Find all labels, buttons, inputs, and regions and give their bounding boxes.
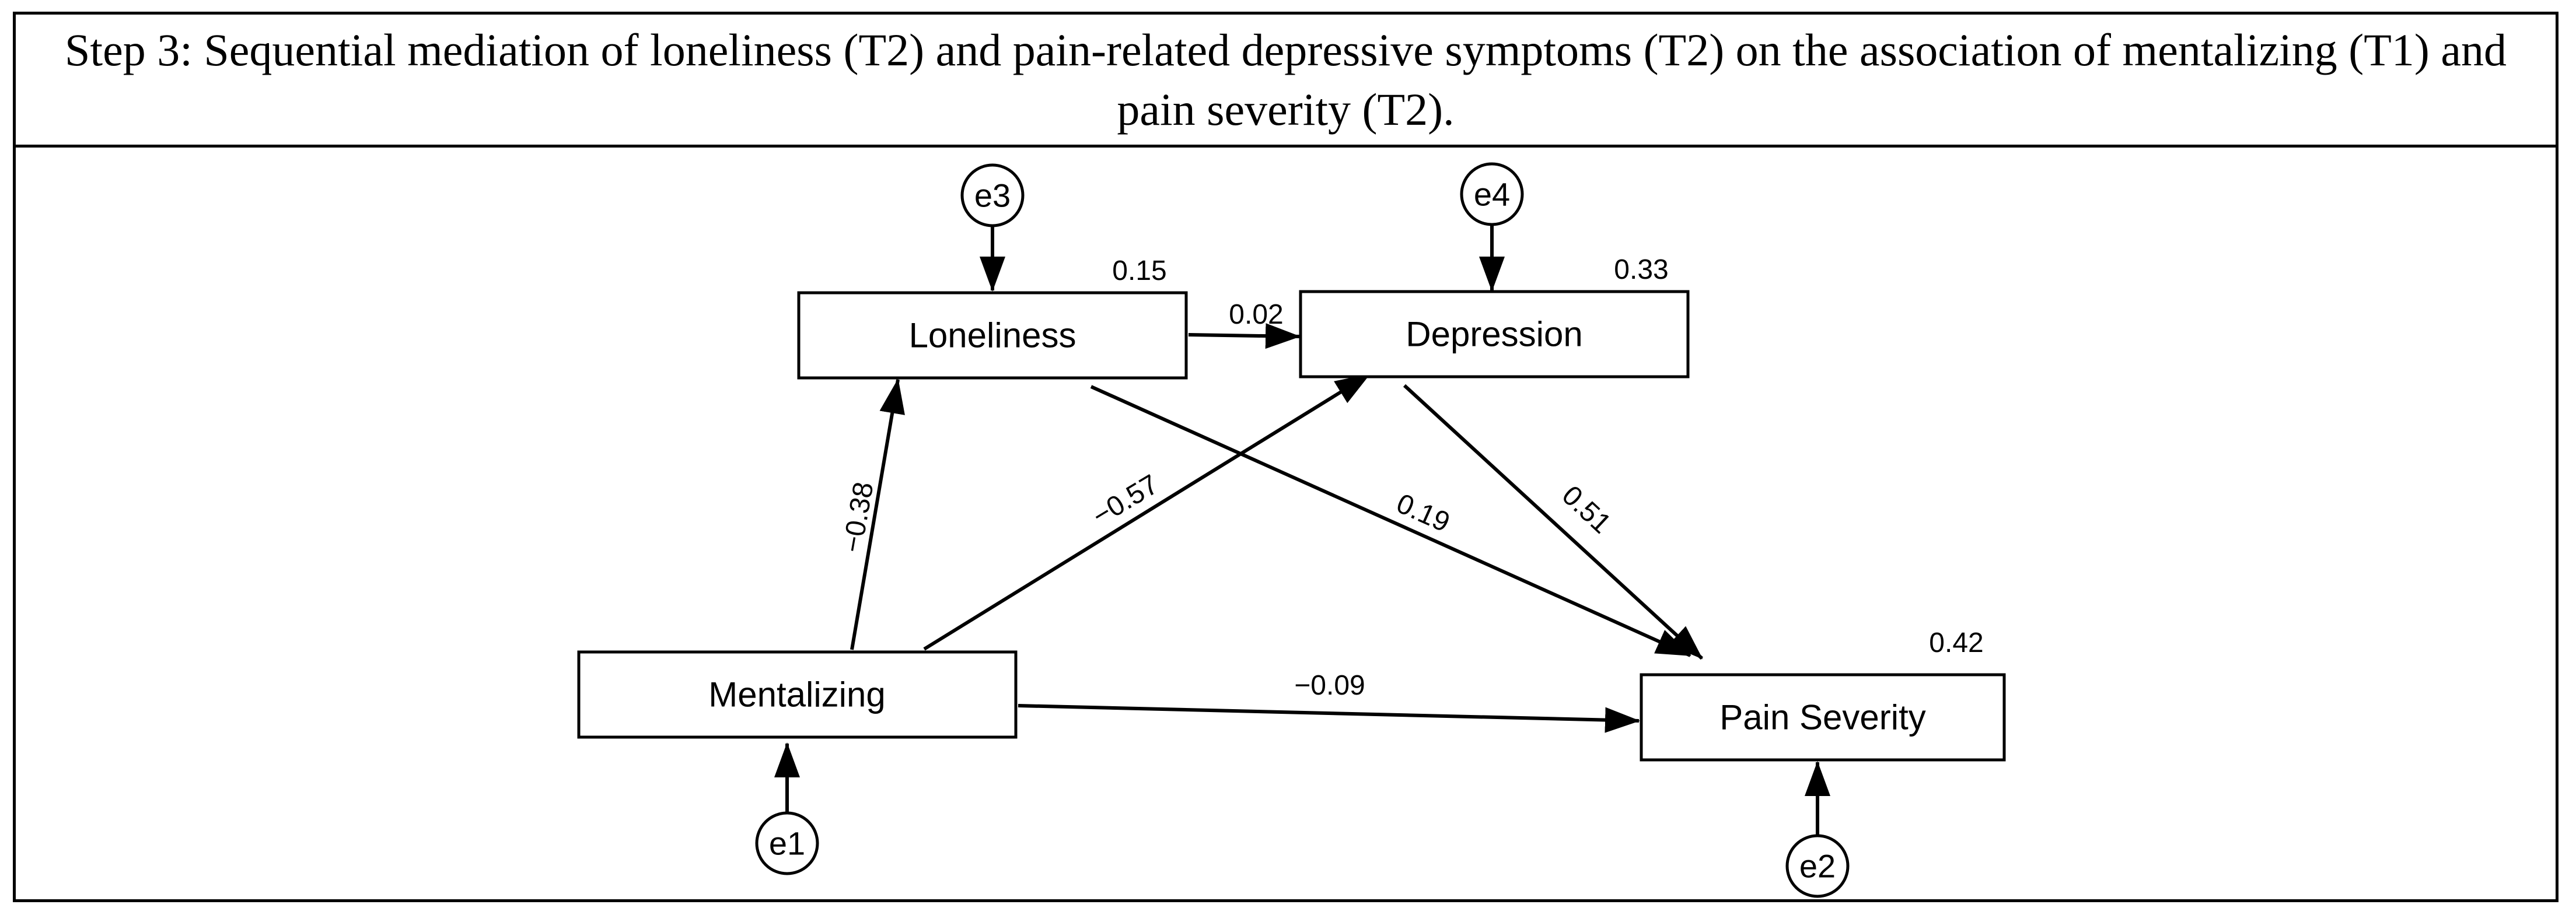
- r2-pain-severity: 0.42: [1929, 627, 1983, 658]
- caption-text: Step 3: Sequential mediation of loneline…: [65, 24, 2507, 135]
- figure-caption: Step 3: Sequential mediation of loneline…: [16, 15, 2556, 148]
- coef-mentalizing-to-depression: −0.57: [1087, 469, 1163, 532]
- error-e2: e2: [1785, 834, 1850, 898]
- edge-depression-to-pain: [1403, 384, 1704, 660]
- node-depression: Depression: [1299, 290, 1690, 378]
- error-label-e1: e1: [769, 825, 805, 862]
- node-label-depression: Depression: [1406, 315, 1583, 354]
- edge-mentalizing-to-loneliness: [850, 378, 905, 650]
- edge-mentalizing-to-pain: [1018, 704, 1640, 733]
- edge-loneliness-to-depression: [1188, 323, 1301, 349]
- error-e4: e4: [1460, 162, 1524, 226]
- edge-mentalizing-to-depression: [923, 373, 1371, 651]
- coef-loneliness-to-pain: 0.19: [1392, 488, 1455, 538]
- figure-frame: Step 3: Sequential mediation of loneline…: [13, 12, 2558, 902]
- node-loneliness: Loneliness: [797, 291, 1188, 380]
- error-label-e3: e3: [974, 177, 1011, 214]
- edge-loneliness-to-pain: [1090, 385, 1691, 657]
- coef-loneliness-to-depression: 0.02: [1229, 299, 1283, 330]
- node-label-mentalizing: Mentalizing: [708, 675, 886, 714]
- node-label-loneliness: Loneliness: [909, 316, 1076, 355]
- r2-loneliness: 0.15: [1112, 255, 1166, 286]
- node-pain-severity: Pain Severity: [1640, 673, 2006, 762]
- diagram-area: Loneliness Depression Mentalizing Pain S…: [16, 148, 2556, 899]
- error-label-e4: e4: [1474, 176, 1510, 213]
- r2-depression: 0.33: [1614, 254, 1668, 285]
- error-e3: e3: [960, 163, 1025, 227]
- path-diagram: Loneliness Depression Mentalizing Pain S…: [577, 162, 2006, 898]
- coef-mentalizing-to-pain: −0.09: [1294, 670, 1365, 701]
- coef-mentalizing-to-loneliness: −0.38: [837, 480, 879, 555]
- node-mentalizing: Mentalizing: [577, 650, 1018, 739]
- error-label-e2: e2: [1799, 848, 1836, 885]
- node-label-pain-severity: Pain Severity: [1719, 698, 1926, 737]
- error-e1: e1: [755, 811, 819, 875]
